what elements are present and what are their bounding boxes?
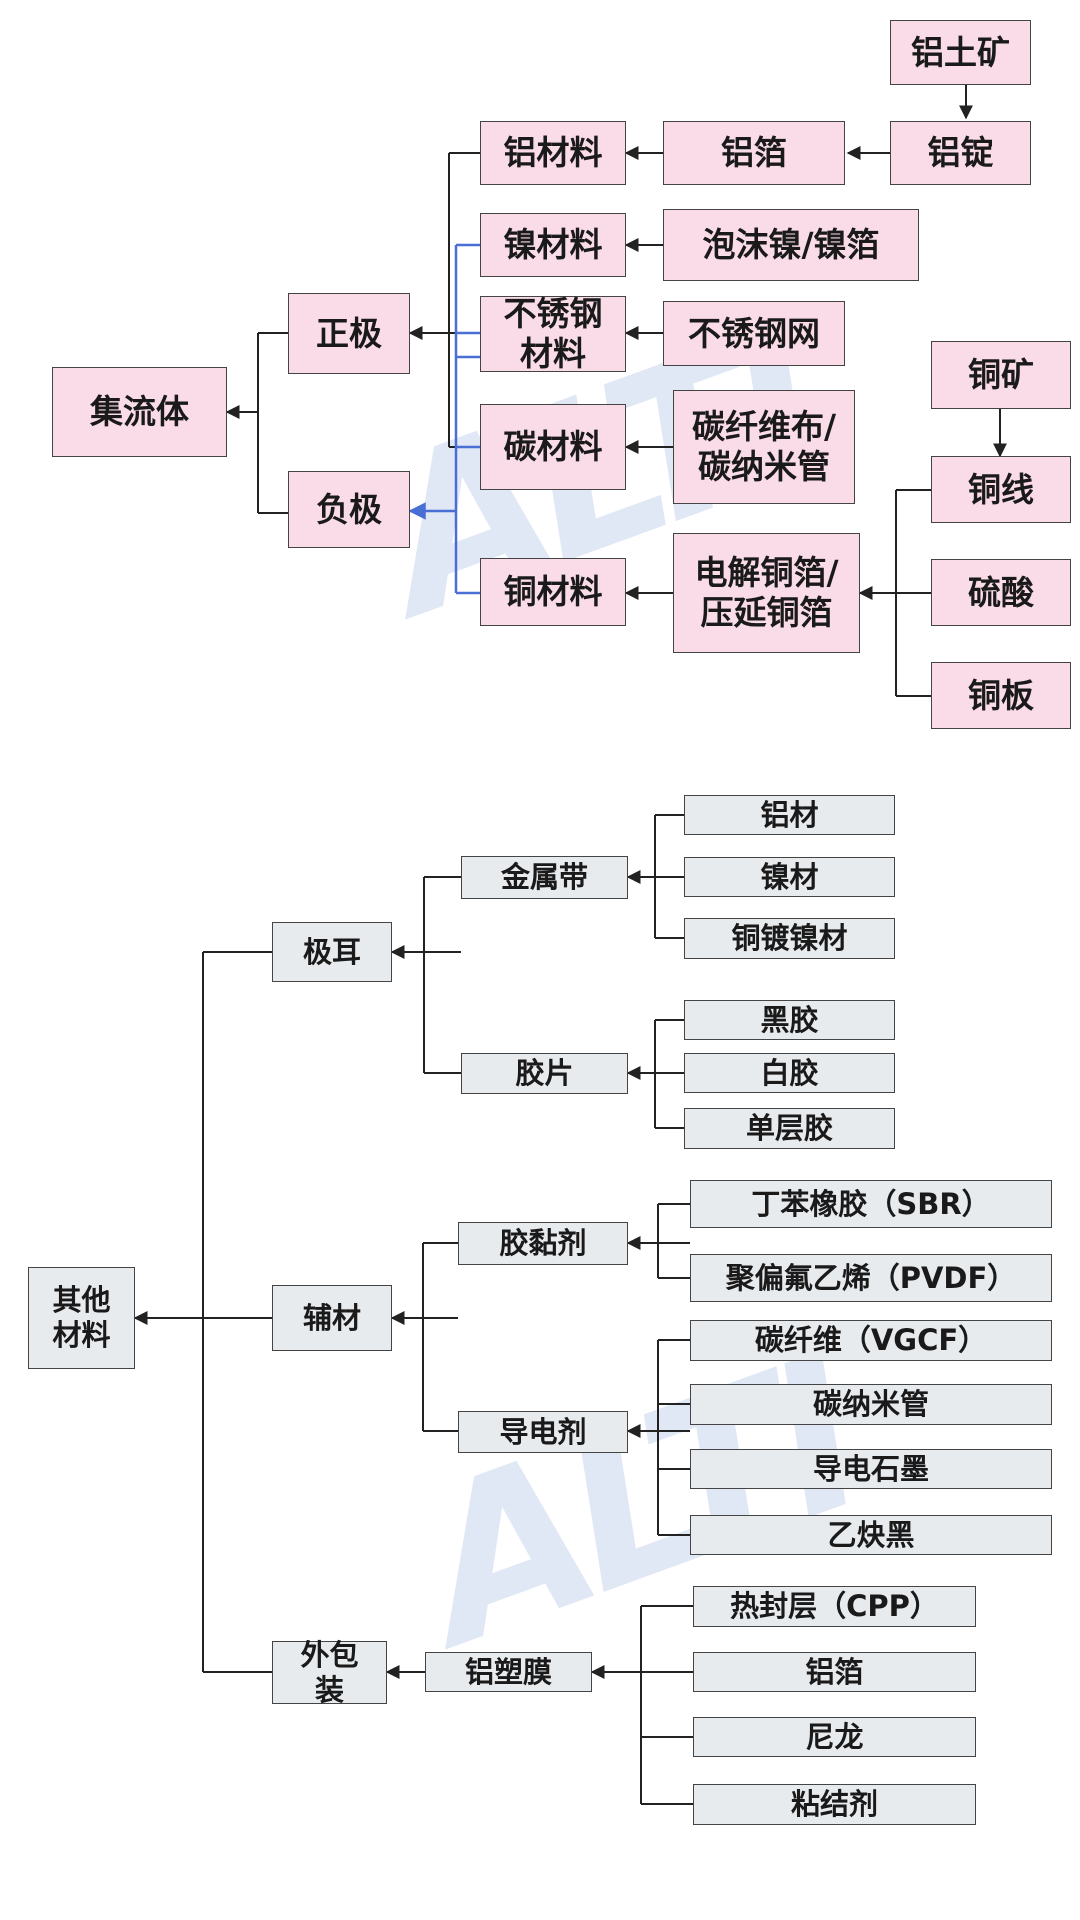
node-copper-ore: 铜矿: [931, 341, 1071, 409]
node-bauxite: 铝土矿: [890, 20, 1031, 85]
node-stainless-steel-mesh: 不锈钢网: [663, 301, 845, 366]
node-nickel-foam-foil: 泡沫镍/镍箔: [663, 209, 919, 281]
node-carbon-fiber-cloth-cnt: 碳纤维布/ 碳纳米管: [673, 390, 855, 504]
node-positive-electrode: 正极: [288, 293, 410, 374]
node-metal-strip: 金属带: [461, 856, 628, 899]
node-aluminum-material: 铝材料: [480, 121, 626, 185]
node-auxiliary: 辅材: [272, 1285, 392, 1351]
node-nylon: 尼龙: [693, 1717, 976, 1757]
node-sbr: 丁苯橡胶（SBR）: [690, 1180, 1052, 1228]
node-tab-film: 胶片: [461, 1053, 628, 1094]
node-white-glue: 白胶: [684, 1053, 895, 1093]
node-negative-electrode: 负极: [288, 471, 410, 548]
node-nickel-plated-copper: 铜镀镍材: [684, 918, 895, 959]
node-aluminum-ingot: 铝锭: [890, 121, 1031, 185]
node-aluminum-plastic-film: 铝塑膜: [425, 1652, 592, 1692]
node-nickel-material: 镍材料: [480, 213, 626, 277]
node-copper-wire: 铜线: [931, 456, 1071, 523]
node-sulfuric-acid: 硫酸: [931, 559, 1071, 626]
node-black-glue: 黑胶: [684, 1000, 895, 1040]
node-aluminum-foil-layer: 铝箔: [693, 1652, 976, 1692]
node-carbon-material: 碳材料: [480, 404, 626, 490]
node-acetylene-black: 乙炔黑: [690, 1515, 1052, 1555]
node-adhesive: 粘结剂: [693, 1784, 976, 1825]
node-carbon-nanotube: 碳纳米管: [690, 1384, 1052, 1425]
node-conductive-graphite: 导电石墨: [690, 1449, 1052, 1489]
node-copper-foil: 电解铜箔/ 压延铜箔: [673, 533, 860, 653]
node-single-layer-glue: 单层胶: [684, 1108, 895, 1149]
node-nickel: 镍材: [684, 857, 895, 897]
node-copper-plate: 铜板: [931, 662, 1071, 729]
node-aluminum-foil: 铝箔: [663, 121, 845, 185]
node-vgcf: 碳纤维（VGCF）: [690, 1320, 1052, 1361]
node-other-materials: 其他 材料: [28, 1267, 135, 1369]
node-binder: 胶黏剂: [458, 1222, 628, 1265]
node-conductive-agent: 导电剂: [458, 1411, 628, 1453]
node-stainless-steel-material: 不锈钢 材料: [480, 294, 626, 373]
node-tab: 极耳: [272, 922, 392, 982]
node-copper-material: 铜材料: [480, 558, 626, 626]
node-current-collector: 集流体: [52, 367, 227, 457]
node-packaging: 外包 装: [272, 1638, 387, 1707]
node-cpp: 热封层（CPP）: [693, 1586, 976, 1627]
node-aluminum: 铝材: [684, 795, 895, 835]
node-pvdf: 聚偏氟乙烯（PVDF）: [690, 1254, 1052, 1302]
